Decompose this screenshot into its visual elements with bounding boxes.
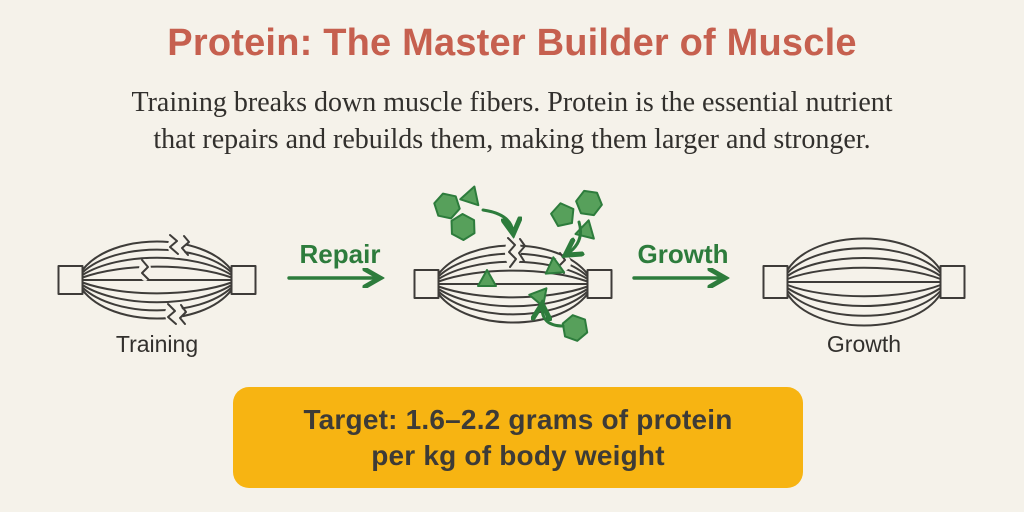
target-banner: Target: 1.6–2.2 grams of protein per kg … bbox=[233, 387, 803, 488]
intro-line-1: Training breaks down muscle fibers. Prot… bbox=[131, 87, 893, 118]
intro-line-2: that repairs and rebuilds them, making t… bbox=[153, 124, 871, 155]
protein-entry-arrow-icon bbox=[567, 220, 581, 254]
growth-arrow-icon bbox=[632, 268, 739, 288]
target-banner-line-2: per kg of body weight bbox=[371, 439, 665, 471]
intro-text: Training breaks down muscle fibers. Prot… bbox=[0, 84, 1024, 158]
absorbed-protein-triangle-icon bbox=[477, 256, 566, 308]
muscle-fibers bbox=[413, 236, 613, 324]
muscle-fibers bbox=[57, 240, 257, 320]
protein-hexagon-icon bbox=[433, 192, 461, 220]
tear-icon bbox=[168, 234, 190, 258]
protein-hexagon-icon bbox=[575, 189, 603, 217]
protein-entry-arrow-icon bbox=[481, 208, 513, 232]
protein-hexagon-icon bbox=[450, 212, 476, 242]
protein-triangle-icon bbox=[459, 185, 480, 207]
growth-stage-label: Growth bbox=[826, 331, 902, 357]
target-banner-line-1: Target: 1.6–2.2 grams of protein bbox=[303, 403, 733, 435]
protein-pentagon-icon bbox=[550, 202, 575, 227]
tear-icon bbox=[139, 259, 151, 281]
tear-icon bbox=[165, 303, 187, 325]
protein-hexagon-icon bbox=[561, 314, 589, 342]
growth-arrow-label: Growth bbox=[637, 239, 729, 269]
repair-arrow-label: Repair bbox=[299, 239, 381, 269]
repair-arrow-icon bbox=[287, 268, 394, 288]
repair-muscle-illustration bbox=[413, 185, 613, 342]
page-title: Protein: The Master Builder of Muscle bbox=[167, 22, 857, 64]
training-muscle-illustration bbox=[57, 234, 257, 325]
muscle-fibers bbox=[762, 237, 966, 327]
growth-muscle-illustration bbox=[762, 237, 966, 327]
protein-entry-arrow-icon bbox=[542, 306, 565, 328]
tear-icon bbox=[505, 236, 526, 268]
training-stage-label: Training bbox=[115, 331, 199, 357]
